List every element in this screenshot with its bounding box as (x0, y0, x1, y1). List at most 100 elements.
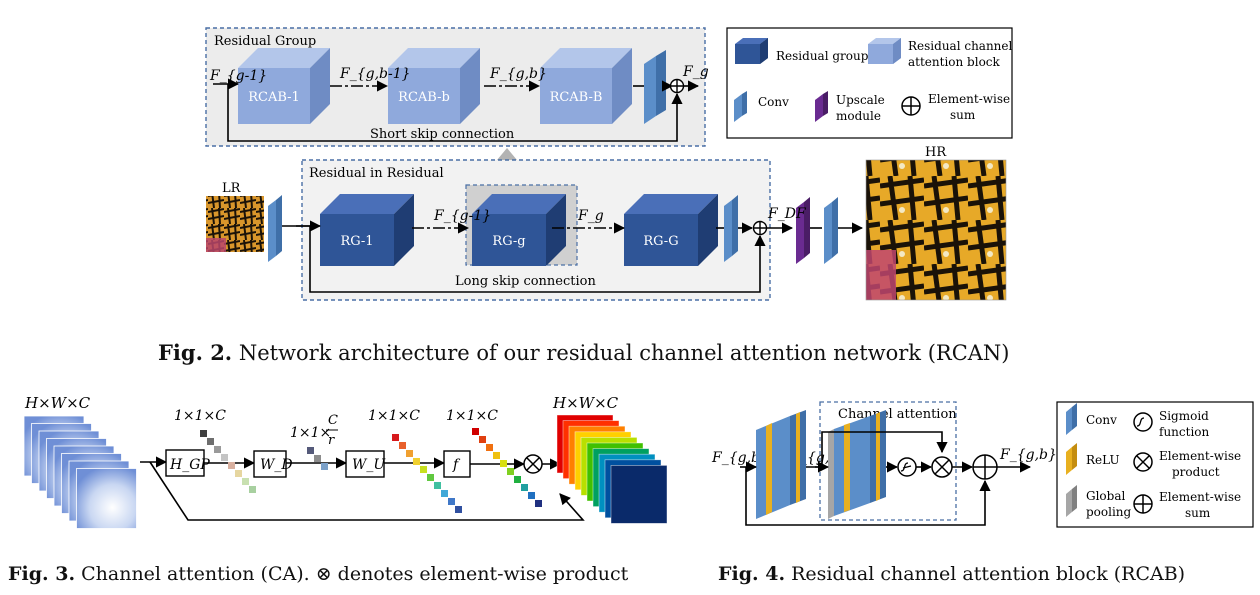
legend-upscale-icon (815, 91, 828, 122)
f-vector-cell (528, 492, 535, 499)
fig3: H×W×C H_GP W_D W_U f 1×1×C 1×1× C r 1×1×… (23, 394, 668, 529)
wd-vector-cell (314, 455, 321, 462)
rir-f-in-label: F_{g-1} (433, 208, 491, 224)
rg-f-mid1-label: F_{g,b-1} (339, 66, 411, 82)
wd-vector-cell (321, 463, 328, 470)
legend4-pool-text-2: pooling (1086, 505, 1132, 519)
rg-g-block-label: RG-g (492, 234, 525, 249)
rg-f-out-label: F_g (682, 64, 709, 80)
dim-wd-prefix: 1×1× (290, 425, 331, 441)
legend4-sigmoid-text-1: Sigmoid (1159, 409, 1209, 423)
channel-vectors (200, 428, 542, 513)
legend-residual-group-icon (735, 38, 768, 64)
rir-title: Residual in Residual (309, 166, 444, 181)
fig4-legend: Conv Sigmoid function ReLU Element-wise … (1056, 401, 1254, 528)
legend-pool-icon (1066, 489, 1072, 517)
rg-1-block-label: RG-1 (340, 234, 373, 249)
conv-shallow (268, 200, 276, 262)
rg-G-block: RG-G (624, 194, 718, 266)
rg-blocks: RG-1 RG-g RG-G (320, 194, 718, 266)
op-wd (253, 450, 287, 478)
long-skip-label: Long skip connection (455, 274, 596, 289)
rcab-layers (756, 410, 886, 519)
output-feature-map (610, 465, 668, 524)
legend-rcab-text-2: attention block (908, 55, 1001, 69)
legend4-sum-text-2: sum (1185, 506, 1211, 520)
f-vector-cell (493, 452, 500, 459)
input-feature-map (76, 468, 137, 529)
dim-wd-num: C (328, 413, 338, 428)
upscale-module (796, 202, 804, 264)
legend4-relu-text: ReLU (1086, 453, 1120, 467)
legend-relu-icon (1066, 447, 1072, 475)
legend4-sigmoid-text-2: function (1159, 425, 1210, 439)
fig4-caption-text: Residual channel attention block (RCAB) (791, 563, 1186, 585)
dim-f: 1×1×C (446, 408, 498, 424)
dim-wd-den: r (328, 433, 335, 448)
dim-hgp: 1×1×C (174, 408, 226, 424)
f-vector-cell (521, 484, 528, 491)
wu-vector-cell (413, 458, 420, 465)
legend4-product-text-2: product (1172, 465, 1220, 479)
rcab-conv-1 (756, 416, 790, 519)
input-feature-stack (23, 415, 137, 529)
rcab-relu (766, 423, 772, 515)
legend4-conv-text: Conv (1086, 413, 1117, 427)
rg-conv (644, 56, 656, 124)
dim-wu: 1×1×C (368, 408, 420, 424)
rg-f-in-label: F_{g-1} (209, 68, 267, 84)
legend-sum-text-1: Element-wise (928, 92, 1010, 106)
legend-conv-text: Conv (758, 95, 789, 109)
legend-upscale-text-1: Upscale (836, 93, 885, 107)
legend-rcab-text-1: Residual channel (908, 39, 1013, 53)
fig3-caption-label: Fig. 3. (8, 563, 76, 585)
wu-vector-cell (420, 466, 427, 473)
rcab-1-block: RCAB-1 (238, 48, 330, 124)
rir-wiring: F_{g-1} F_g F_DF Long skip connection (268, 195, 864, 293)
rcab-b-block-label: RCAB-b (398, 90, 450, 105)
wu-vector-cell (427, 474, 434, 481)
gp-vector-cell (235, 470, 242, 477)
legend4-product-text-1: Element-wise (1159, 449, 1241, 463)
fig2-legend: Residual group Residual channel attentio… (726, 27, 1013, 139)
rg-G-block-label: RG-G (643, 234, 678, 249)
gp-vector-cell (214, 446, 221, 453)
legend-sigmoid-icon (1133, 412, 1153, 432)
hr-label: HR (925, 145, 947, 160)
wd-vector-cell (307, 447, 314, 454)
op-f-label: f (452, 457, 461, 473)
rg-g-block: RG-g (472, 194, 566, 266)
op-hgp-label: H_GP (169, 457, 210, 473)
f-vector-cell (472, 428, 479, 435)
f-vector-cell (486, 444, 493, 451)
legend-upscale-text-2: module (836, 109, 881, 123)
ca-conv-1 (834, 416, 870, 516)
gp-vector-cell (207, 438, 214, 445)
legend-sum-icon (901, 96, 921, 116)
ca-title: Channel attention (838, 407, 957, 422)
legend-conv-layer-icon (1066, 407, 1072, 435)
fig2-caption-text: Network architecture of our residual cha… (238, 341, 1010, 365)
legend-rcab-icon (868, 38, 901, 64)
wu-vector-cell (399, 442, 406, 449)
fig4-caption: Fig. 4. Residual channel attention block… (718, 563, 1185, 585)
conv-reconstruction (824, 202, 832, 264)
ca-pool (828, 429, 834, 519)
fig4: Channel attention F_{g,b-1} X_{g,b} F_{g… (711, 401, 1057, 526)
rcab-output-label: F_{g,b} (999, 447, 1057, 463)
legend-residual-group-text: Residual group (776, 49, 869, 63)
fig3-input-dim: H×W×C (24, 394, 91, 412)
fig4-wiring (740, 431, 1032, 526)
fig2-caption: Fig. 2. Network architecture of our resi… (158, 340, 1010, 365)
legend4-pool-text-1: Global (1086, 489, 1125, 503)
rcab-B-block-label: RCAB-B (550, 90, 603, 105)
gp-vector-cell (200, 430, 207, 437)
wu-vector-cell (455, 506, 462, 513)
wu-vector-cell (448, 498, 455, 505)
hr-image (865, 159, 1007, 301)
legend-conv-icon (734, 91, 747, 122)
rir-f-df-label: F_DF (767, 206, 807, 222)
wu-vector-cell (392, 434, 399, 441)
rg-wiring: F_{g-1} F_{g,b-1} F_{g,b} F_g Short skip… (209, 64, 709, 142)
